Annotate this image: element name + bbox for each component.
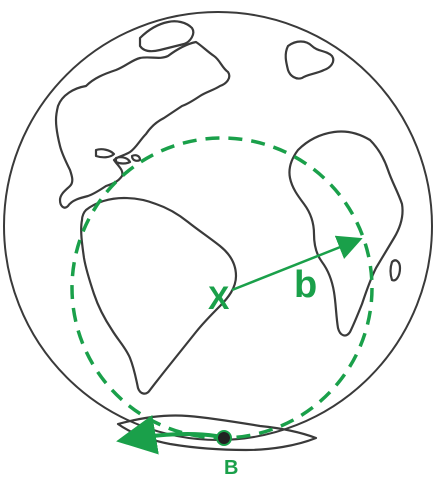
- point-b-marker: [217, 431, 231, 445]
- point-label: B: [224, 458, 238, 478]
- center-label: X: [208, 282, 229, 314]
- radius-label: b: [294, 266, 317, 304]
- globe-outline: [4, 12, 432, 440]
